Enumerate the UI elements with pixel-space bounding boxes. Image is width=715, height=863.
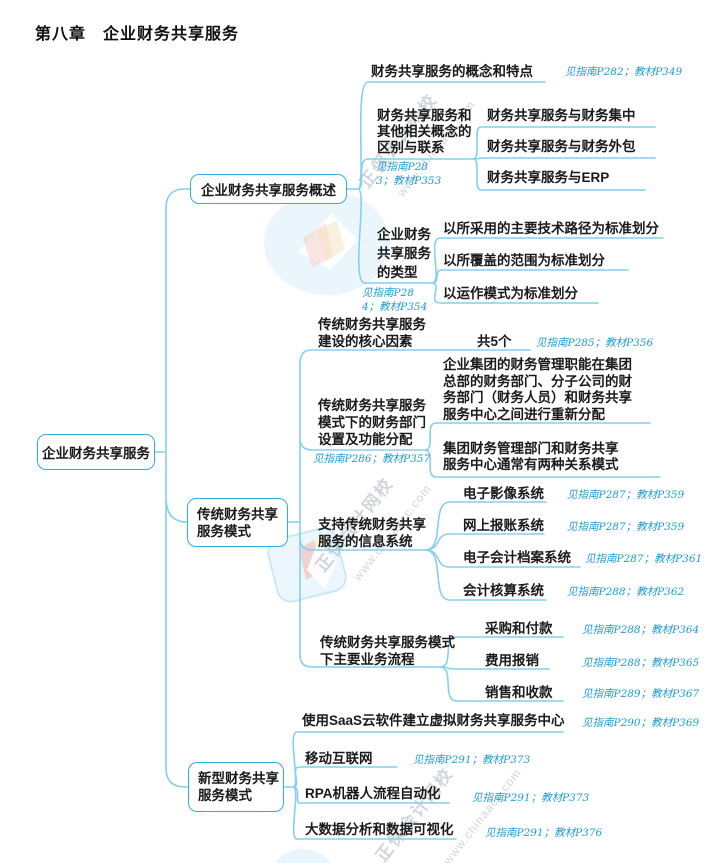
subtopic-function-reallocation: 企业集团的财务管理职能在集团总部的财务部门、分子公司的财务部门（财务人员）和财务… bbox=[443, 357, 632, 422]
branch-new-box: 新型财务共享服务模式 bbox=[188, 762, 284, 812]
ref-saas-virtual-center: 见指南P290；教材P369 bbox=[582, 717, 700, 729]
topic-core-factors: 传统财务共享服务建设的核心因素 bbox=[318, 317, 426, 349]
root-topic-box: 企业财务共享服务 bbox=[37, 434, 155, 470]
subtopic-two-relation-modes: 集团财务管理部门和财务共享服务中心通常有两种关系模式 bbox=[443, 441, 619, 472]
topic-mobile-internet: 移动互联网 bbox=[305, 751, 373, 766]
subtopic-vs-centralization: 财务共享服务与财务集中 bbox=[487, 108, 636, 123]
topic-service-types: 企业财务共享服务的类型 bbox=[377, 227, 431, 280]
ref-rpa-automation: 见指南P291；教材P373 bbox=[472, 792, 590, 804]
subtopic-five-factors: 共5个 bbox=[477, 334, 512, 349]
page-title: 第八章 企业财务共享服务 bbox=[35, 26, 240, 43]
ref-bigdata-visualization: 见指南P291；教材P376 bbox=[485, 827, 603, 839]
subtopic-expense-reimbursement: 费用报销 bbox=[485, 653, 539, 668]
ref-sales-collection: 见指南P289；教材P367 bbox=[582, 688, 700, 700]
topic-finance-dept-setup: 传统财务共享服务模式下的财务部门设置及功能分配 bbox=[318, 398, 426, 447]
subtopic-e-accounting-archive-system: 电子会计档案系统 bbox=[463, 550, 571, 565]
subtopic-e-imaging-system: 电子影像系统 bbox=[463, 486, 544, 501]
ref-concept-features: 见指南P282；教材P349 bbox=[565, 66, 683, 78]
ref-e-imaging-system: 见指南P287；教材P359 bbox=[567, 489, 685, 501]
subtopic-vs-erp: 财务共享服务与ERP bbox=[487, 170, 610, 185]
topic-saas-virtual-center: 使用SaaS云软件建立虚拟财务共享服务中心 bbox=[302, 713, 565, 728]
subtopic-by-tech-path: 以所采用的主要技术路径为标准划分 bbox=[443, 221, 659, 236]
subtopic-by-operation-mode: 以运作模式为标准划分 bbox=[443, 286, 578, 301]
subtopic-vs-outsourcing: 财务共享服务与财务外包 bbox=[487, 139, 636, 154]
branch-traditional-box: 传统财务共享服务模式 bbox=[187, 498, 288, 547]
ref-e-accounting-archive-system: 见指南P287；教材P361 bbox=[585, 553, 703, 565]
ref-finance-dept-setup: 见指南P286；教材P357 bbox=[313, 453, 431, 465]
ref-related-concepts: 见指南P283；教材P353 bbox=[376, 161, 442, 187]
subtopic-online-reimbursement-system: 网上报账系统 bbox=[463, 518, 544, 533]
ref-mobile-internet: 见指南P291；教材P373 bbox=[413, 754, 531, 766]
subtopic-accounting-system: 会计核算系统 bbox=[463, 583, 544, 598]
topic-concept-features: 财务共享服务的概念和特点 bbox=[371, 64, 533, 79]
topic-info-systems: 支持传统财务共享服务的信息系统 bbox=[318, 517, 426, 549]
ref-online-reimbursement-system: 见指南P287；教材P359 bbox=[567, 521, 685, 533]
ref-purchase-payment: 见指南P288；教材P364 bbox=[582, 624, 700, 636]
subtopic-purchase-payment: 采购和付款 bbox=[485, 621, 553, 636]
topic-bigdata-visualization: 大数据分析和数据可视化 bbox=[305, 822, 454, 837]
topic-related-concepts: 财务共享服务和其他相关概念的区别与联系 bbox=[377, 108, 472, 155]
ref-service-types: 见指南P284；教材P354 bbox=[362, 287, 428, 313]
ref-core-factors: 见指南P285；教材P356 bbox=[536, 337, 654, 349]
topic-rpa-automation: RPA机器人流程自动化 bbox=[305, 786, 441, 801]
branch-overview-box: 企业财务共享服务概述 bbox=[190, 174, 347, 204]
topic-main-business-processes: 传统财务共享服务模式下主要业务流程 bbox=[320, 635, 455, 667]
subtopic-by-scope: 以所覆盖的范围为标准划分 bbox=[443, 253, 605, 268]
ref-expense-reimbursement: 见指南P288；教材P365 bbox=[582, 657, 700, 669]
subtopic-sales-collection: 销售和收款 bbox=[485, 685, 553, 700]
ref-accounting-system: 见指南P288；教材P362 bbox=[567, 586, 685, 598]
